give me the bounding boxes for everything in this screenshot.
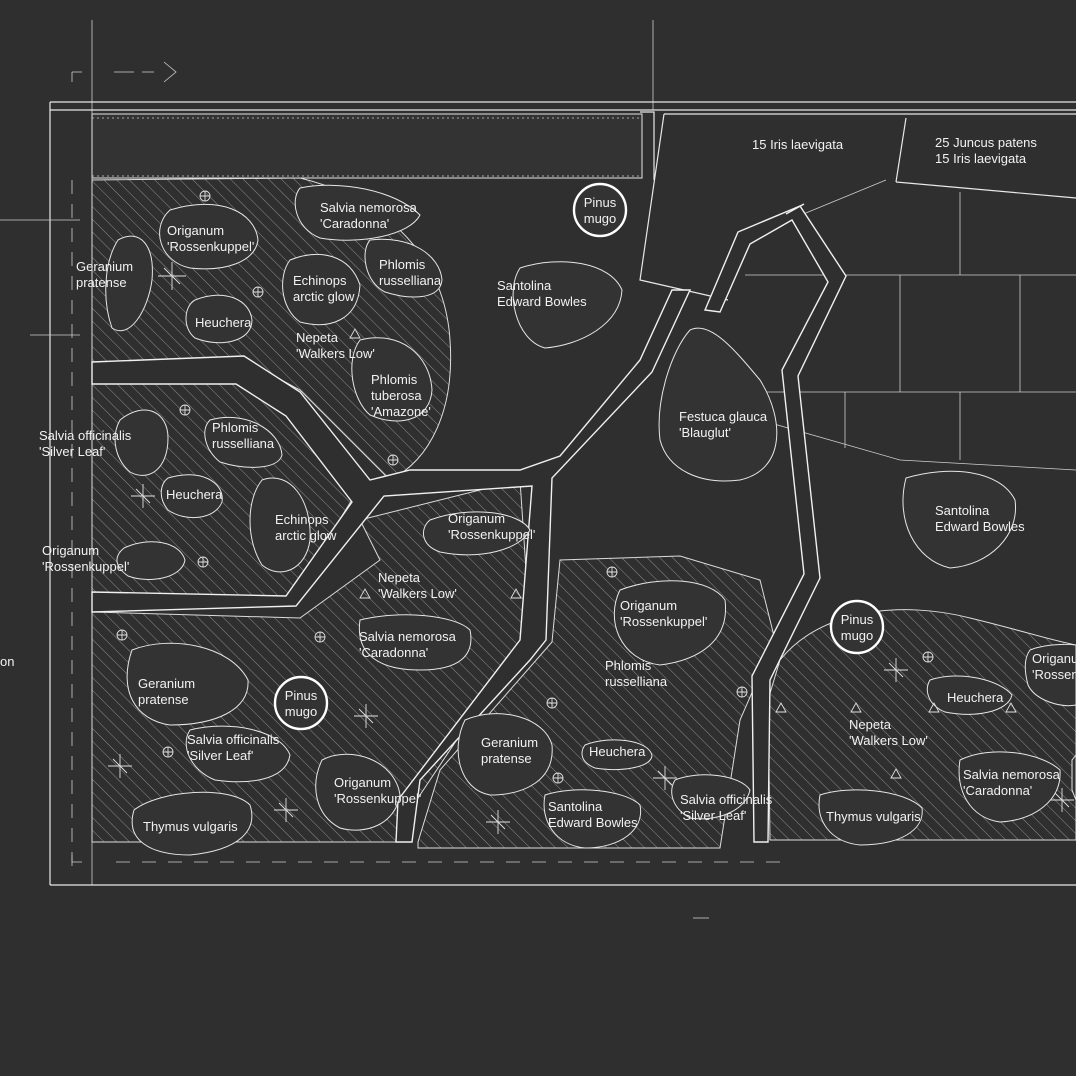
label-origanum: 'Rossenkuppel' xyxy=(448,527,535,542)
label-geranium: Geranium xyxy=(481,735,538,750)
label-geranium: Geranium xyxy=(76,259,133,274)
garden-paths xyxy=(91,203,847,843)
label-phlomis: russelliana xyxy=(212,436,275,451)
label-salvia-nemorosa: 'Caradonna' xyxy=(320,216,389,231)
label-origanum: 'Rossenkuppel' xyxy=(334,791,421,806)
label-salvia-officinalis: Salvia officinalis xyxy=(39,428,132,443)
label-origanum: Origanu xyxy=(1032,651,1076,666)
label-thymus: Thymus vulgaris xyxy=(143,819,238,834)
label-nepeta: 'Walkers Low' xyxy=(296,346,375,361)
label-heuchera: Heuchera xyxy=(195,315,252,330)
label-salvia-nemorosa: Salvia nemorosa xyxy=(320,200,418,215)
label-juncus: 25 Juncus patens xyxy=(935,135,1037,150)
label-origanum: 'Rossenkuppel' xyxy=(42,559,129,574)
label-salvia-officinalis: Salvia officinalis xyxy=(680,792,773,807)
label-nepeta: Nepeta xyxy=(849,717,892,732)
label-phlomis: Phlomis xyxy=(605,658,652,673)
label-pinus: Pinus xyxy=(841,612,874,627)
pond-area xyxy=(639,113,1076,301)
label-santolina: Santolina xyxy=(548,799,603,814)
label-heuchera: Heuchera xyxy=(166,487,223,502)
label-nepeta: 'Walkers Low' xyxy=(378,586,457,601)
label-phlomis: russelliana xyxy=(605,674,668,689)
label-origanum: Origanum xyxy=(334,775,391,790)
label-santolina: Edward Bowles xyxy=(497,294,587,309)
pine-circle xyxy=(273,675,329,731)
label-geranium: pratense xyxy=(76,275,127,290)
label-salvia-nemorosa: Salvia nemorosa xyxy=(963,767,1061,782)
pine-circle xyxy=(829,599,885,655)
label-echinops: Echinops xyxy=(275,512,329,527)
top-wall xyxy=(91,111,655,180)
label-festuca: 'Blauglut' xyxy=(679,425,731,440)
label-salvia-officinalis: 'Silver Leaf' xyxy=(187,748,253,763)
label-nepeta: Nepeta xyxy=(296,330,339,345)
pine-circle xyxy=(572,182,628,238)
label-origanum: 'Rossen xyxy=(1032,667,1076,682)
label-thymus: Thymus vulgaris xyxy=(826,809,921,824)
label-heuchera: Heuchera xyxy=(947,690,1004,705)
label-origanum: 'Rossenkuppel' xyxy=(167,239,254,254)
label-origanum: Origanum xyxy=(620,598,677,613)
boundary-lines xyxy=(0,20,1076,919)
label-phlomis: Phlomis xyxy=(212,420,259,435)
label-pinus: mugo xyxy=(584,211,617,226)
label-nepeta: Nepeta xyxy=(378,570,421,585)
label-geranium: pratense xyxy=(138,692,189,707)
label-pinus: Pinus xyxy=(285,688,318,703)
label-salvia-nemorosa: 'Caradonna' xyxy=(963,783,1032,798)
label-origanum: 'Rossenkuppel' xyxy=(620,614,707,629)
label-origanum: Origanum xyxy=(42,543,99,558)
label-heuchera: Heuchera xyxy=(589,744,646,759)
label-nepeta: 'Walkers Low' xyxy=(849,733,928,748)
label-juncus-iris: 15 Iris laevigata xyxy=(935,151,1027,166)
label-salvia-officinalis: Salvia officinalis xyxy=(187,732,280,747)
label-pinus: mugo xyxy=(285,704,318,719)
planting-symbols xyxy=(108,190,1074,834)
label-salvia-nemorosa: Salvia nemorosa xyxy=(359,629,457,644)
label-edge-fragment: on xyxy=(0,654,14,669)
label-salvia-officinalis: 'Silver Leaf' xyxy=(680,808,746,823)
label-geranium: pratense xyxy=(481,751,532,766)
label-echinops: arctic glow xyxy=(293,289,355,304)
label-santolina: Santolina xyxy=(497,278,552,293)
label-origanum: Origanum xyxy=(167,223,224,238)
pine-symbols xyxy=(273,182,885,731)
plant-blobs xyxy=(105,184,1076,856)
label-iris: 15 Iris laevigata xyxy=(752,137,844,152)
label-santolina: Edward Bowles xyxy=(935,519,1025,534)
label-salvia-officinalis: 'Silver Leaf' xyxy=(39,444,105,459)
label-phlomis-tuberosa: tuberosa xyxy=(371,388,422,403)
plant-labels: 15 Iris laevigata 25 Juncus patens 15 Ir… xyxy=(0,135,1076,834)
label-festuca: Festuca glauca xyxy=(679,409,768,424)
label-salvia-nemorosa: 'Caradonna' xyxy=(359,645,428,660)
label-phlomis: russelliana xyxy=(379,273,442,288)
label-echinops: arctic glow xyxy=(275,528,337,543)
label-phlomis-tuberosa: Phlomis xyxy=(371,372,418,387)
label-echinops: Echinops xyxy=(293,273,347,288)
label-santolina: Santolina xyxy=(935,503,990,518)
label-phlomis-tuberosa: 'Amazone' xyxy=(371,404,431,419)
label-santolina: Edward Bowles xyxy=(548,815,638,830)
label-geranium: Geranium xyxy=(138,676,195,691)
label-pinus: Pinus xyxy=(584,195,617,210)
label-origanum: Origanum xyxy=(448,511,505,526)
label-pinus: mugo xyxy=(841,628,874,643)
label-phlomis: Phlomis xyxy=(379,257,426,272)
